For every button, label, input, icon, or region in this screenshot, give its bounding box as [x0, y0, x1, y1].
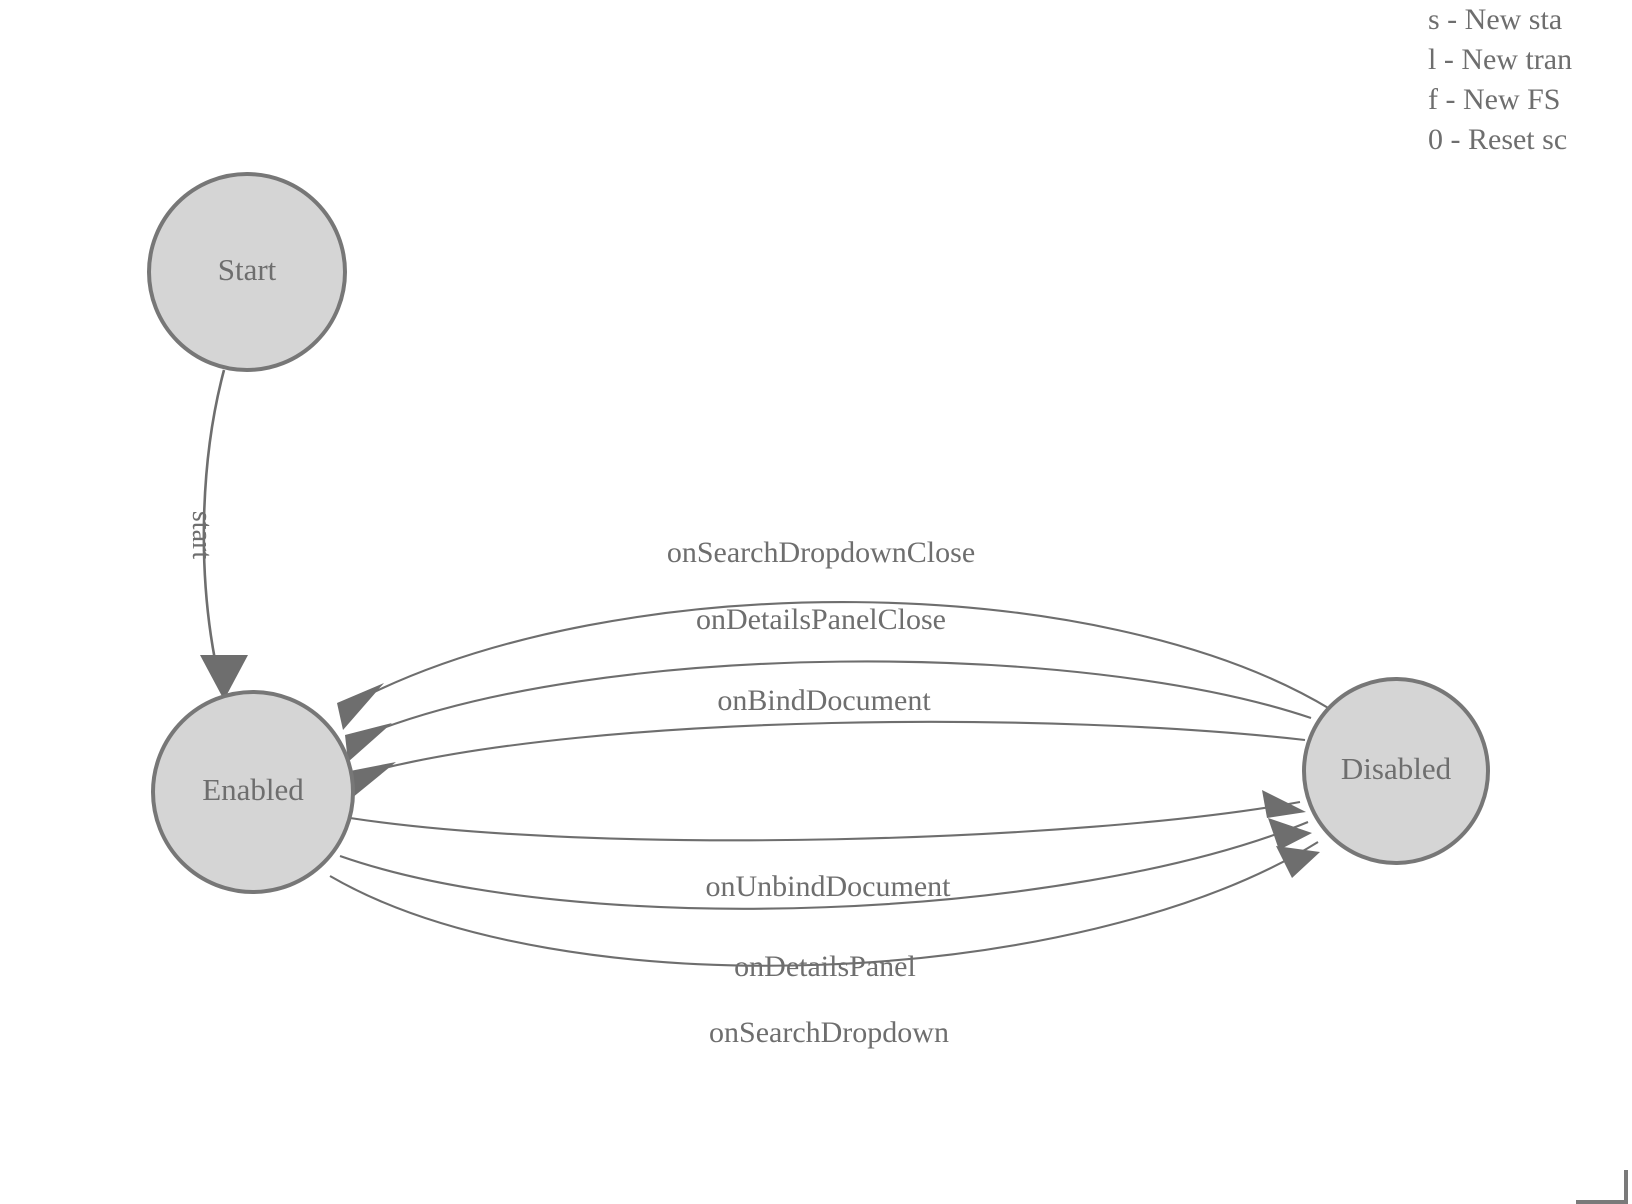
resize-handle-horizontal-bar [1576, 1200, 1628, 1204]
edge-start-arrowhead [200, 655, 248, 700]
edge-on-bind-document-path[interactable] [367, 720, 1306, 774]
edge-on-search-dropdown-close-path[interactable] [357, 601, 1331, 710]
edge-label-on-bind-document: onBindDocument [717, 684, 931, 717]
node-disabled-label: Disabled [1341, 751, 1452, 786]
edge-on-details-panel-path[interactable] [339, 821, 1309, 910]
edge-on-details-panel-arrowhead [1268, 818, 1312, 850]
edge-on-bind-document[interactable] [350, 720, 1306, 798]
edge-on-unbind-document-arrowhead [1262, 790, 1306, 818]
edge-on-search-dropdown[interactable] [329, 841, 1320, 967]
edge-on-details-panel[interactable] [339, 818, 1312, 910]
resize-handle[interactable] [1576, 1170, 1632, 1204]
resize-handle-vertical-bar [1624, 1170, 1628, 1204]
node-disabled[interactable]: Disabled [1302, 677, 1490, 865]
help-line-new-transition: l - New tran [1428, 43, 1573, 76]
edge-start[interactable] [200, 369, 248, 700]
edge-on-unbind-document-path[interactable] [349, 800, 1301, 842]
help-line-reset: 0 - Reset sc [1428, 123, 1568, 156]
node-enabled-label: Enabled [202, 772, 304, 807]
edge-on-unbind-document[interactable] [349, 790, 1306, 842]
node-enabled-circle[interactable] [151, 690, 355, 894]
edge-on-search-dropdown-close[interactable] [337, 601, 1331, 730]
edge-on-search-dropdown-path[interactable] [329, 841, 1319, 967]
edge-label-on-details-panel: onDetailsPanel [734, 950, 916, 983]
help-line-new-state: s - New sta [1428, 3, 1563, 36]
node-disabled-circle[interactable] [1302, 677, 1490, 865]
edge-on-details-panel-close-path[interactable] [364, 660, 1312, 736]
edge-label-start: start [186, 511, 217, 559]
node-enabled[interactable]: Enabled [151, 690, 355, 894]
help-line-new-fsm: f - New FS [1428, 83, 1561, 116]
help-overlay: s - New sta l - New tran f - New FS 0 - … [1428, 0, 1632, 160]
edge-on-search-dropdown-close-arrowhead [337, 683, 384, 730]
edge-on-details-panel-close[interactable] [345, 660, 1312, 762]
edge-label-on-search-dropdown-close: onSearchDropdownClose [667, 536, 975, 569]
edge-label-on-search-dropdown: onSearchDropdown [709, 1016, 949, 1049]
edge-on-search-dropdown-arrowhead [1276, 846, 1320, 878]
node-start-circle[interactable] [147, 172, 347, 372]
edge-start-path[interactable] [202, 369, 226, 661]
edge-on-bind-document-arrowhead [350, 762, 396, 798]
edge-label-on-unbind-document: onUnbindDocument [706, 870, 952, 903]
node-start-label: Start [218, 252, 277, 287]
edge-on-details-panel-close-arrowhead [345, 723, 392, 762]
edge-label-on-details-panel-close: onDetailsPanelClose [696, 603, 946, 636]
node-start[interactable]: Start [147, 172, 347, 372]
